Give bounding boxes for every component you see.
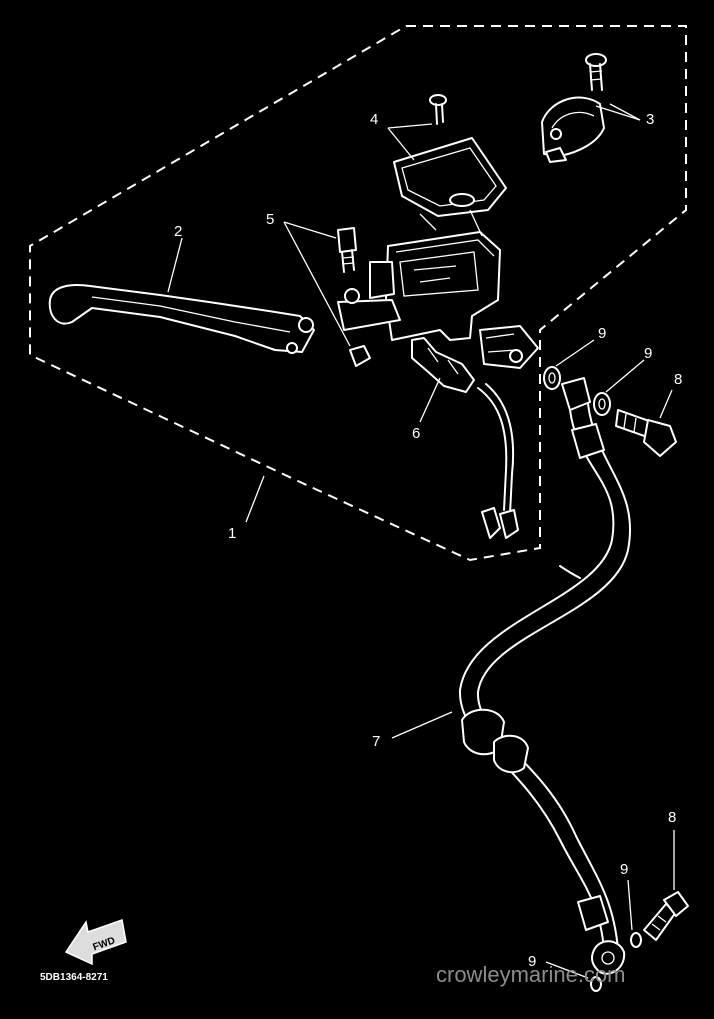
callout-8-upper: 8 [674,371,682,388]
leader-lines [167,103,675,979]
callout-7: 7 [372,733,380,750]
callout-5: 5 [266,211,274,228]
lever-nut[interactable] [349,345,371,367]
copper-washer-lower-b[interactable] [590,976,602,992]
copper-washer-upper-a[interactable] [543,366,561,390]
fwd-arrow-icon: FWD [64,918,127,966]
clutch-lever[interactable] [48,284,315,354]
callout-9-upper-b: 9 [644,345,652,362]
clamp-bolt[interactable] [585,53,607,91]
callout-9-upper-a: 9 [598,325,606,342]
copper-washer-lower-a[interactable] [630,932,642,948]
union-bolt-upper[interactable] [615,409,677,457]
clutch-hose[interactable] [458,377,631,975]
callout-9-lower-b: 9 [528,953,536,970]
callout-4: 4 [370,111,378,128]
handlebar-clamp[interactable] [541,96,605,163]
reservoir-cap[interactable] [393,137,507,237]
switch-leads [477,383,519,539]
callout-9-lower-a: 9 [620,861,628,878]
callout-1: 1 [228,525,236,542]
pivot-bolt[interactable] [337,227,357,273]
copper-washer-upper-b[interactable] [593,392,611,416]
cap-screw[interactable] [429,94,447,125]
master-cylinder-body[interactable] [337,231,539,369]
assembly-boundary [29,25,687,562]
clutch-switch[interactable] [411,337,475,393]
watermark: crowleymarine.com [436,962,626,987]
callout-6: 6 [412,425,420,442]
part-code: 5DB1364-8271 [40,972,108,983]
callout-8-lower: 8 [668,809,676,826]
union-bolt-lower[interactable] [643,891,689,941]
callout-2: 2 [174,223,182,240]
callout-3: 3 [646,111,654,128]
